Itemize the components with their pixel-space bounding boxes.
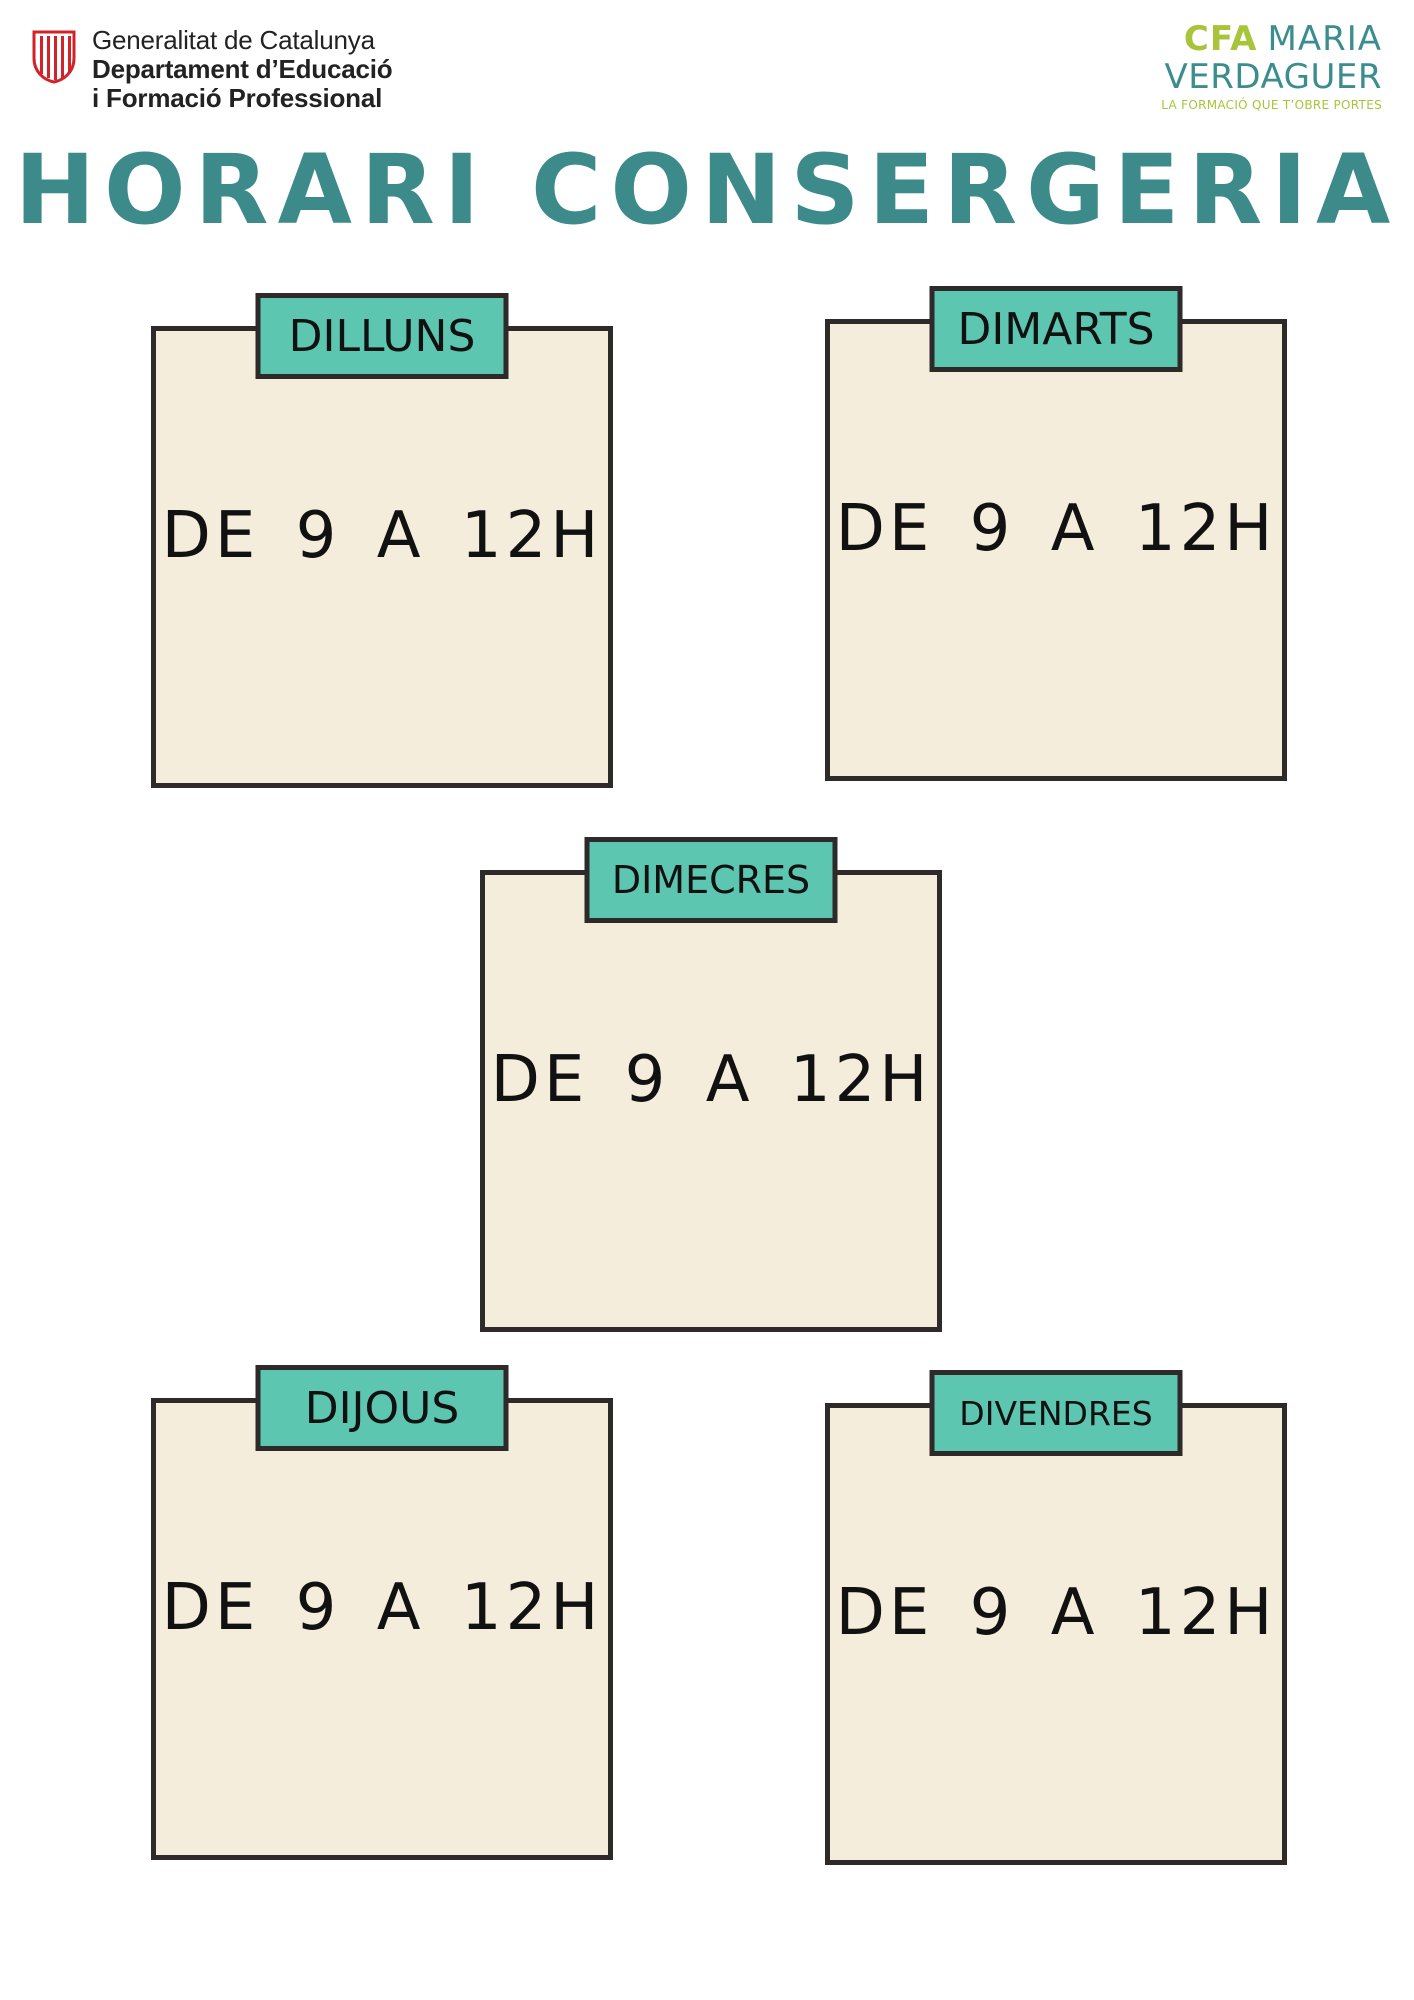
day-tab-monday: DILLUNS (255, 293, 509, 379)
day-tab-thursday: DIJOUS (255, 1365, 509, 1451)
department-name-line1: Departament d’Educació (92, 54, 393, 84)
cfa-tagline: LA FORMACIÓ QUE T’OBRE PORTES (1161, 98, 1382, 112)
department-name-line2: i Formació Professional (92, 83, 383, 113)
day-hours-monday: DE 9 A 12H (161, 499, 603, 573)
cfa-name-first: MARIA (1267, 19, 1382, 59)
day-hours-wednesday: DE 9 A 12H (490, 1043, 932, 1117)
generalitat-emblem-icon (32, 30, 76, 84)
page-title: HORARI CONSERGERIA (14, 134, 1400, 246)
day-card-monday: DILLUNS DE 9 A 12H (151, 293, 613, 788)
day-card-friday: DIVENDRES DE 9 A 12H (825, 1370, 1287, 1865)
day-tab-tuesday: DIMARTS (929, 286, 1183, 372)
day-tab-wednesday: DIMECRES (584, 837, 838, 923)
generalitat-text: Generalitat de Catalunya Departament d’E… (92, 25, 393, 113)
generalitat-logo: Generalitat de Catalunya Departament d’E… (30, 25, 393, 113)
day-card-wednesday: DIMECRES DE 9 A 12H (480, 837, 942, 1332)
cfa-name-last: VERDAGUER (1164, 57, 1382, 97)
day-card-tuesday: DIMARTS DE 9 A 12H (825, 286, 1287, 781)
day-hours-friday: DE 9 A 12H (835, 1576, 1277, 1650)
day-card-thursday: DIJOUS DE 9 A 12H (151, 1365, 613, 1860)
day-hours-tuesday: DE 9 A 12H (835, 492, 1277, 566)
generalitat-name: Generalitat de Catalunya (92, 25, 375, 55)
day-tab-friday: DIVENDRES (929, 1370, 1183, 1456)
day-hours-thursday: DE 9 A 12H (161, 1571, 603, 1645)
cfa-abbreviation: CFA (1183, 19, 1258, 59)
